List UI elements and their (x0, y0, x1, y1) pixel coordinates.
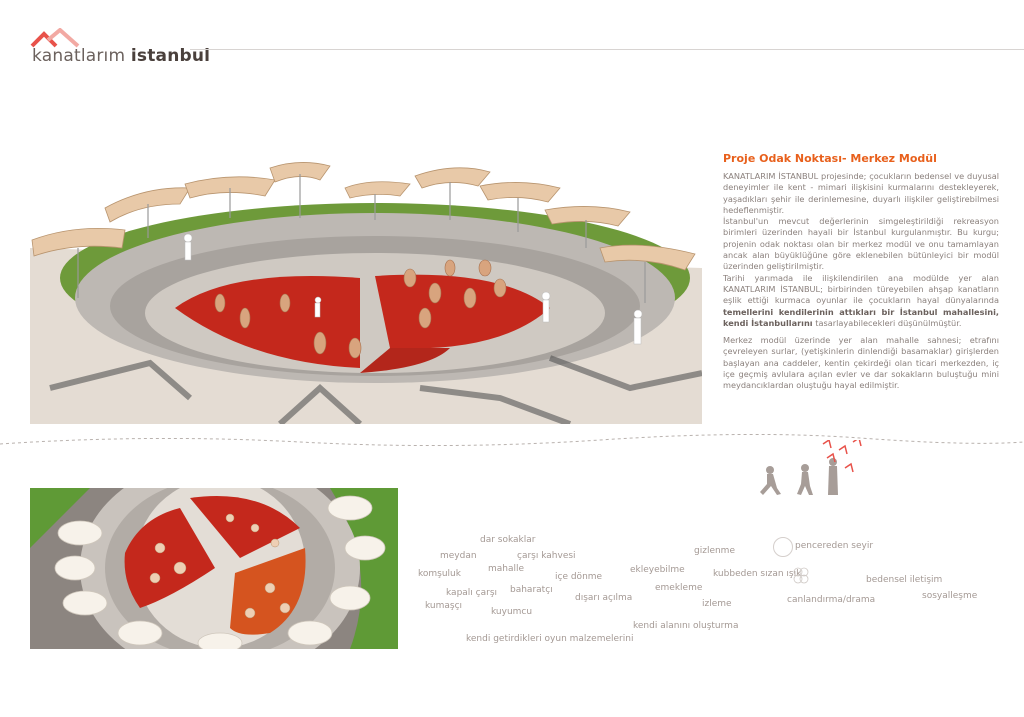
word-cloud-item: içe dönme (555, 572, 603, 582)
central-module-perspective-render (30, 158, 702, 424)
article-paragraph-4: Merkez modül üzerinde yer alan mahalle s… (723, 335, 999, 391)
word-cloud-item: kubbeden sızan ışık (713, 569, 802, 579)
word-cloud-item: bedensel iletişim (866, 575, 943, 585)
word-cloud-item: meydan (440, 551, 477, 561)
brand-logo-mark (30, 28, 80, 48)
central-module-plan-view (30, 488, 398, 649)
dome-light-icon (793, 567, 809, 584)
brand-logo-text: kanatlarım istanbul (32, 46, 210, 66)
word-cloud-item: kapalı çarşı (446, 588, 498, 598)
word-cloud-item: kumaşçı (425, 601, 463, 611)
project-description: Proje Odak Noktası- Merkez Modül KANATLA… (723, 152, 999, 398)
header-rule (190, 49, 1024, 50)
word-cloud-item: gizlenme (694, 546, 735, 556)
word-cloud-item: çarşı kahvesi (517, 551, 576, 561)
article-paragraph-1: KANATLARIM İSTANBUL projesinde; çocuklar… (723, 171, 999, 215)
article-paragraph-2: İstanbul'un mevcut değerlerinin simgeleş… (723, 216, 999, 272)
brand-name-light: kanatlarım (32, 46, 126, 66)
word-cloud-item: kendi getirdikleri oyun malzemelerini (466, 634, 634, 644)
word-cloud-item: sosyalleşme (922, 591, 978, 601)
word-cloud-item: dışarı açılma (575, 593, 633, 603)
word-cloud-item: izleme (702, 599, 732, 609)
p3-bold: temellerini kendilerinin attıkları bir İ… (723, 306, 999, 328)
word-cloud-item: kendi alanını oluşturma (633, 621, 739, 631)
children-silhouettes-illustration (760, 440, 862, 495)
dashed-wave-divider (0, 433, 1024, 447)
article-paragraph-3: Tarihi yarımada ile ilişkilendirilen ana… (723, 273, 999, 329)
word-cloud-item: dar sokaklar (480, 535, 536, 545)
brand-name-bold: istanbul (130, 46, 211, 66)
p3-start: Tarihi yarımada ile ilişkilendirilen ana… (723, 272, 999, 306)
word-cloud-item: mahalle (488, 564, 525, 574)
article-title: Proje Odak Noktası- Merkez Modül (723, 152, 937, 165)
p3-end: tasarlayabilecekleri düşünülmüştür. (812, 317, 962, 328)
word-cloud-item: ekleyebilme (630, 565, 685, 575)
word-cloud-item: komşuluk (418, 569, 461, 579)
word-cloud-item: emekleme (655, 583, 703, 593)
word-cloud-item: pencereden seyir (795, 541, 874, 551)
word-cloud-item: kuyumcu (491, 607, 533, 617)
word-cloud-item: baharatçı (510, 585, 553, 595)
word-cloud-item: canlandırma/drama (787, 595, 876, 605)
window-circle-icon (773, 537, 793, 557)
